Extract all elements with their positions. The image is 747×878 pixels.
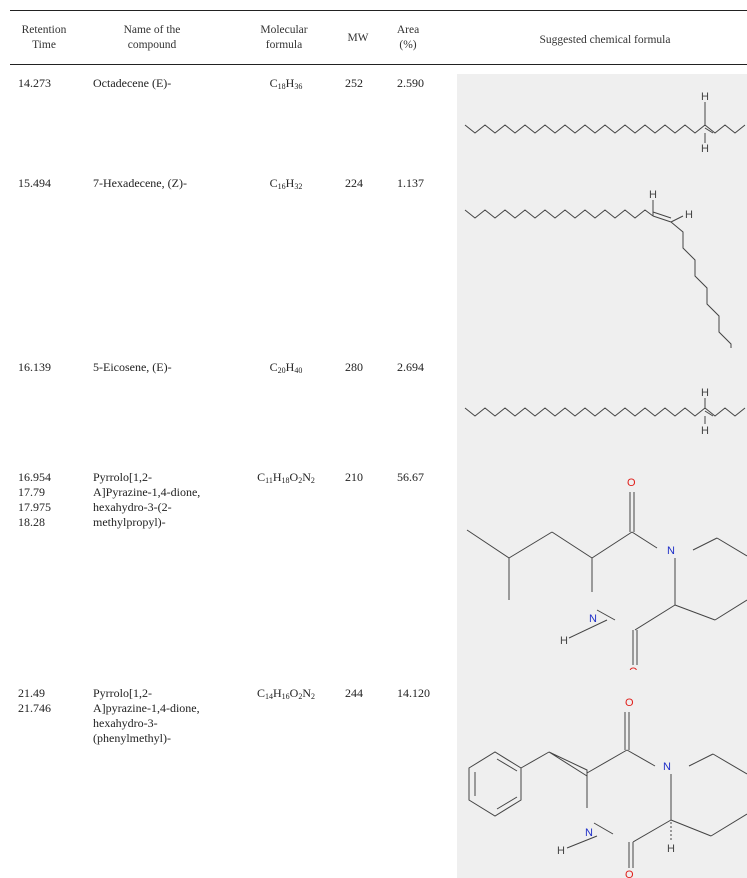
retention-time-cell: 14.273 (18, 76, 51, 90)
atom-label: H (649, 189, 657, 201)
formula-subscript: 2 (310, 476, 315, 485)
formula-subscript: 2 (298, 692, 303, 701)
header-compound-name: Name of the compound (123, 24, 181, 51)
atom-label: O (629, 666, 638, 670)
area-cell: 2.694 (397, 360, 424, 374)
hexadecene-structure: H H (464, 189, 732, 348)
pyrrolopyrazine-phenylmethyl-structure: O N N H H O (468, 697, 747, 878)
area-cell: 2.590 (397, 76, 424, 90)
formula-subscript: 16 (281, 692, 290, 701)
molecular-formula-cell: C11H18O2N2 (257, 470, 315, 485)
formula-subscript: 40 (294, 366, 303, 375)
formula-subscript: 18 (277, 82, 286, 91)
formula-subscript: 11 (265, 476, 273, 485)
mw-cell: 252 (345, 76, 363, 90)
atom-label: N (667, 545, 675, 557)
formula-subscript: 16 (277, 182, 286, 191)
molecular-formula-cell: C14H16O2N2 (256, 686, 316, 701)
eicosene-structure: H H (464, 387, 746, 437)
compound-name-cell: Pyrrolo[1,2- A]Pyrazine-1,4-dione, hexah… (93, 470, 201, 529)
atom-label: H (560, 635, 568, 647)
atom-label: N (663, 761, 671, 773)
compound-name-cell: 7-Hexadecene, (Z)- (93, 176, 187, 190)
formula-subscript: 20 (277, 366, 286, 375)
octadecene-structure: H H (464, 91, 746, 155)
area-cell: 1.137 (397, 176, 424, 190)
table-top-rule (10, 10, 747, 11)
header-suggested-formula: Suggested chemical formula (539, 34, 671, 46)
mw-cell: 224 (345, 176, 363, 190)
header-area: Area (%) (396, 24, 420, 51)
area-cell: 56.67 (397, 470, 424, 484)
atom-label: H (701, 91, 709, 103)
molecular-formula-cell: C18H36 (269, 76, 303, 91)
atom-label: H (557, 845, 565, 857)
atom-label: O (625, 869, 634, 878)
atom-label: H (701, 143, 709, 155)
compound-name-cell: Pyrrolo[1,2- A]pyrazine-1,4-dione, hexah… (93, 686, 200, 745)
molecular-formula-cell: C16H32 (269, 176, 303, 191)
header-mw: MW (347, 32, 369, 44)
retention-time-cell: 15.494 (18, 176, 51, 190)
compound-name-cell: Octadecene (E)- (93, 76, 172, 90)
formula-subscript: 18 (281, 476, 290, 485)
atom-label: N (585, 827, 593, 839)
formula-subscript: 14 (265, 692, 273, 701)
area-cell: 14.120 (397, 686, 430, 700)
retention-time-cell: 21.49 21.746 (18, 686, 51, 715)
mw-cell: 244 (345, 686, 363, 700)
retention-time-cell: 16.954 17.79 17.975 18.28 (18, 470, 51, 529)
compound-name-cell: 5-Eicosene, (E)- (93, 360, 172, 374)
mw-cell: 280 (345, 360, 363, 374)
pyrrolopyrazine-methylpropyl-structure: O N N H O (466, 477, 747, 670)
retention-time-cell: 16.139 (18, 360, 51, 374)
atom-label: N (589, 613, 597, 625)
structure-panel (457, 74, 747, 878)
atom-label: O (625, 697, 634, 709)
formula-subscript: 2 (298, 476, 303, 485)
atom-label: H (667, 843, 675, 855)
formula-subscript: 36 (294, 82, 303, 91)
header-molecular-formula: Molecular formula (260, 24, 308, 51)
header-retention-time: Retention Time (21, 24, 67, 51)
mw-cell: 210 (345, 470, 363, 484)
molecular-formula-cell: C20H40 (269, 360, 303, 375)
table-header-rule (10, 64, 747, 65)
formula-subscript: 32 (294, 182, 303, 191)
atom-label: H (701, 425, 709, 437)
atom-label: O (627, 477, 636, 489)
formula-subscript: 2 (311, 692, 316, 701)
atom-label: H (685, 209, 693, 221)
atom-label: H (701, 387, 709, 399)
